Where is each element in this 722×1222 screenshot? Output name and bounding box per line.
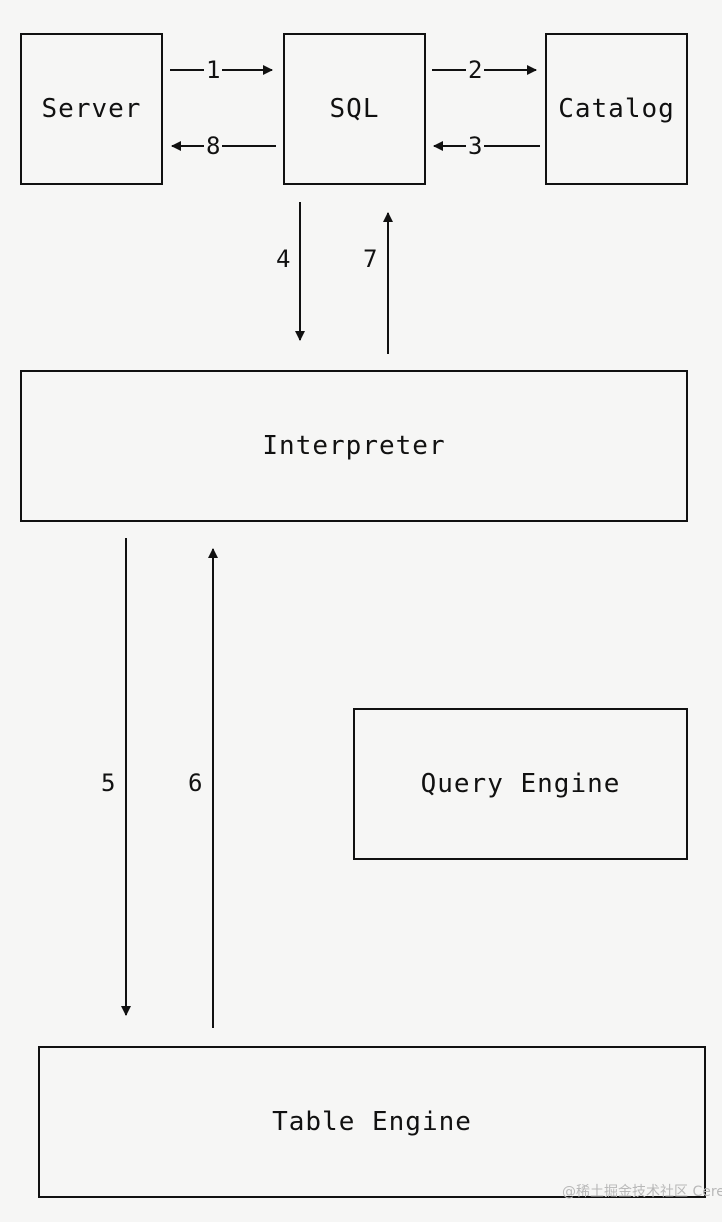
query-engine-box: Query Engine xyxy=(353,708,688,860)
sql-box: SQL xyxy=(283,33,426,185)
step-label-2: 2 xyxy=(466,56,485,84)
interpreter-label: Interpreter xyxy=(262,431,446,461)
table-engine-box: Table Engine xyxy=(38,1046,706,1198)
step-label-5: 5 xyxy=(99,769,118,797)
step-label-1: 1 xyxy=(204,56,223,84)
catalog-box: Catalog xyxy=(545,33,688,185)
step-label-4: 4 xyxy=(274,245,293,273)
server-box: Server xyxy=(20,33,163,185)
query-engine-label: Query Engine xyxy=(420,769,621,799)
table-engine-label: Table Engine xyxy=(272,1107,472,1137)
catalog-label: Catalog xyxy=(558,94,675,124)
interpreter-box: Interpreter xyxy=(20,370,688,522)
watermark: @稀土掘金技术社区 CeresDB xyxy=(562,1184,722,1200)
sql-label: SQL xyxy=(329,94,380,124)
server-label: Server xyxy=(41,94,142,124)
step-label-6: 6 xyxy=(186,769,205,797)
step-label-8: 8 xyxy=(204,132,223,160)
step-label-3: 3 xyxy=(466,132,485,160)
step-label-7: 7 xyxy=(361,245,380,273)
